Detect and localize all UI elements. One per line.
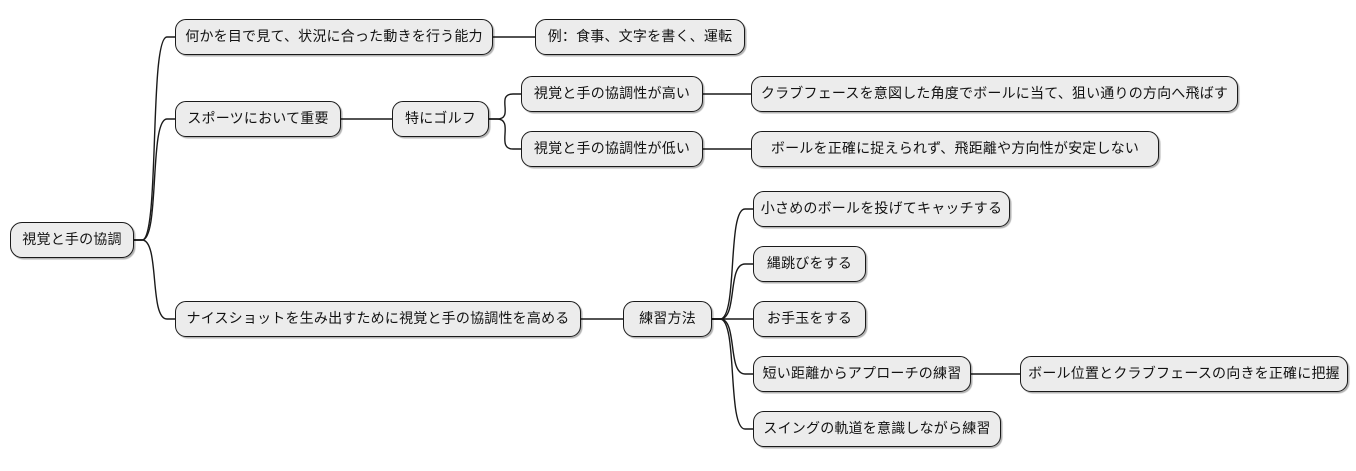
mindmap-node-p2[interactable]: 縄跳びをする <box>753 246 866 282</box>
mindmap-node-p4_desc[interactable]: ボール位置とクラブフェースの向きを正確に把握 <box>1020 356 1348 392</box>
mindmap-node-ability[interactable]: 何かを目で見て、状況に合った動きを行う能力 <box>175 19 493 55</box>
mindmap-node-p4[interactable]: 短い距離からアプローチの練習 <box>753 356 971 392</box>
mindmap-node-label: 小さめのボールを投げてキャッチする <box>760 201 1003 217</box>
mindmap-node-improve[interactable]: ナイスショットを生み出すために視覚と手の協調性を高める <box>175 301 581 337</box>
mindmap-node-label: 視覚と手の協調性が低い <box>533 141 691 157</box>
mindmap-node-label: スイングの軌道を意識しながら練習 <box>763 421 991 437</box>
mindmap-edge-root-to-ability <box>134 36 175 241</box>
mindmap-edge-golf-to-low <box>489 118 521 150</box>
mindmap-node-practice[interactable]: 練習方法 <box>623 301 712 337</box>
mindmap-node-low[interactable]: 視覚と手の協調性が低い <box>521 131 703 167</box>
mindmap-node-high[interactable]: 視覚と手の協調性が高い <box>521 76 703 112</box>
mindmap-node-p3[interactable]: お手玉をする <box>753 301 866 337</box>
mindmap-node-root[interactable]: 視覚と手の協調 <box>10 222 134 258</box>
mindmap-node-label: お手玉をする <box>766 311 853 327</box>
mindmap-node-sports[interactable]: スポーツにおいて重要 <box>175 101 341 137</box>
mindmap-node-label: 例：食事、文字を書く、運転 <box>547 29 733 45</box>
mindmap-node-golf[interactable]: 特にゴルフ <box>392 101 489 137</box>
mindmap-node-label: 縄跳びをする <box>766 256 853 272</box>
mindmap-node-p1[interactable]: 小さめのボールを投げてキャッチする <box>753 191 1010 227</box>
mindmap-node-label: 特にゴルフ <box>405 111 476 127</box>
mindmap-edge-practice-to-p5 <box>712 318 753 430</box>
mindmap-edge-golf-to-high <box>489 93 521 120</box>
mindmap-node-p5[interactable]: スイングの軌道を意識しながら練習 <box>753 411 1001 447</box>
mindmap-edge-root-to-sports <box>134 118 175 241</box>
mindmap-node-label: 練習方法 <box>639 311 696 327</box>
mindmap-node-examples[interactable]: 例：食事、文字を書く、運転 <box>535 19 745 55</box>
mindmap-edge-root-to-improve <box>134 239 175 320</box>
mindmap-node-label: 視覚と手の協調性が高い <box>533 86 691 102</box>
mindmap-node-high_desc[interactable]: クラブフェースを意図した角度でボールに当て、狙い通りの方向へ飛ばす <box>751 76 1238 112</box>
mindmap-edge-practice-to-p1 <box>712 208 753 320</box>
mindmap-node-label: スポーツにおいて重要 <box>187 111 329 127</box>
mindmap-node-label: 視覚と手の協調 <box>22 232 122 248</box>
mindmap-node-label: 何かを目で見て、状況に合った動きを行う能力 <box>185 29 483 45</box>
mindmap-node-label: ナイスショットを生み出すために視覚と手の協調性を高める <box>186 311 570 327</box>
mindmap-node-label: ボールを正確に捉えられず、飛距離や方向性が安定しない <box>770 141 1140 157</box>
mindmap-node-low_desc[interactable]: ボールを正確に捉えられず、飛距離や方向性が安定しない <box>751 131 1159 167</box>
mindmap-node-label: 短い距離からアプローチの練習 <box>762 366 962 382</box>
mindmap-node-label: ボール位置とクラブフェースの向きを正確に把握 <box>1028 366 1340 382</box>
mindmap-node-label: クラブフェースを意図した角度でボールに当て、狙い通りの方向へ飛ばす <box>760 86 1229 102</box>
